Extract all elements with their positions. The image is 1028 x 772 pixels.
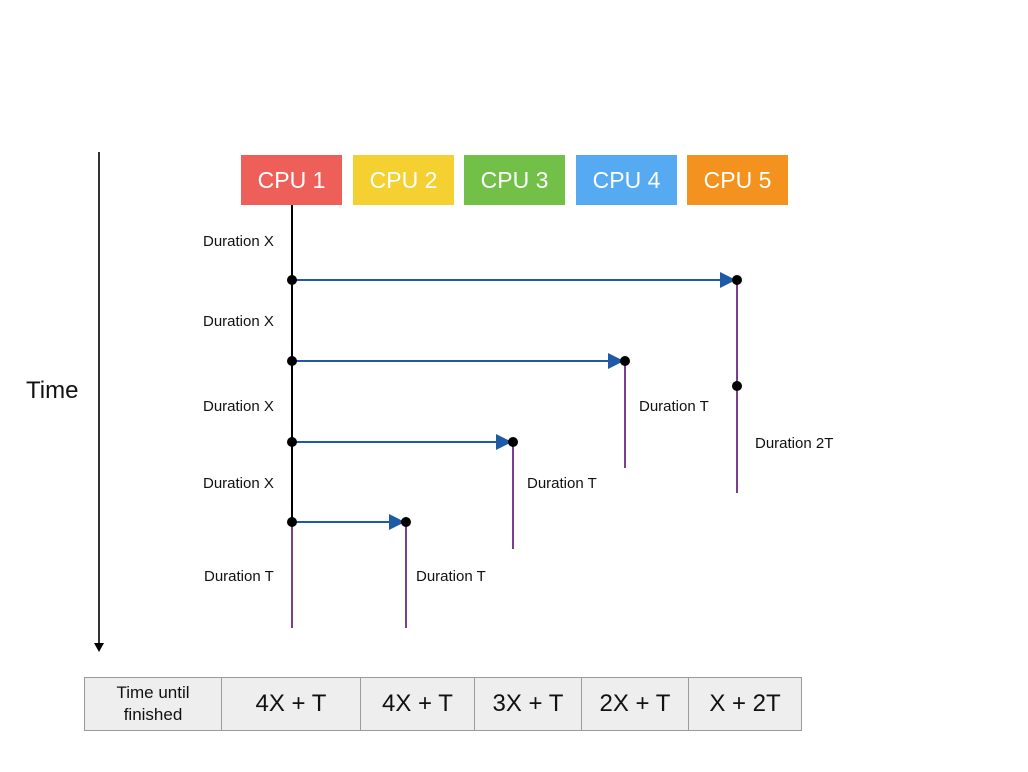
cpu1-dot [287, 517, 297, 527]
summary-value-cpu1: 4X + T [222, 678, 361, 730]
time-axis-arrowhead [94, 643, 104, 652]
cpu1-segment-label: Duration X [203, 233, 274, 250]
cpu2-start-dot [401, 517, 411, 527]
cpu5-box: CPU 5 [687, 155, 788, 205]
cpu1-dot [287, 437, 297, 447]
summary-table: Time until finished 4X + T 4X + T 3X + T… [84, 677, 802, 731]
cpu1-segment-label: Duration X [203, 398, 274, 415]
time-axis-label: Time [26, 377, 79, 404]
summary-header-cell: Time until finished [85, 678, 222, 730]
cpu1-box: CPU 1 [241, 155, 342, 205]
cpu1-dot [287, 275, 297, 285]
summary-header-line2: finished [123, 705, 183, 724]
cpu4-box: CPU 4 [576, 155, 677, 205]
summary-header-line1: Time until [116, 683, 190, 702]
cpu3-duration-label: Duration T [527, 475, 597, 492]
cpu3-start-dot [508, 437, 518, 447]
summary-value-cpu3: 3X + T [475, 678, 582, 730]
cpu5-start-dot [732, 275, 742, 285]
summary-value-cpu5: X + 2T [709, 690, 781, 717]
summary-value-cpu2: 4X + T [361, 678, 475, 730]
summary-value-cpu4: 2X + T [582, 678, 689, 730]
cpu1-segment-label: Duration X [203, 313, 274, 330]
cpu1-segment-label: Duration T [204, 568, 274, 585]
cpu4-duration-label: Duration T [639, 398, 709, 415]
cpu2-box: CPU 2 [353, 155, 454, 205]
cpu4-start-dot [620, 356, 630, 366]
cpu1-dot [287, 356, 297, 366]
cpu1-segment-label: Duration X [203, 475, 274, 492]
cpu5-mid-dot [732, 381, 742, 391]
cpu5-duration-label: Duration 2T [755, 435, 834, 452]
cpu3-box: CPU 3 [464, 155, 565, 205]
cpu2-duration-label: Duration T [416, 568, 486, 585]
